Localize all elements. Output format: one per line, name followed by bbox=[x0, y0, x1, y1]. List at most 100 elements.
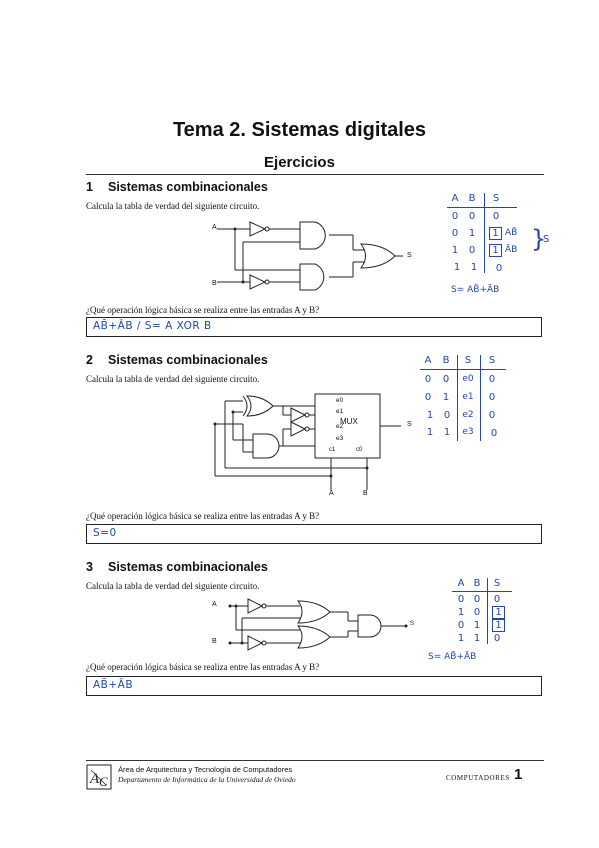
section-1-heading: 1 Sistemas combinacionales bbox=[86, 180, 268, 194]
tt1-brace: } bbox=[531, 225, 547, 253]
tt3-formula: S= AB̄+ĀB bbox=[428, 652, 477, 662]
tt2-cell: 0 bbox=[488, 410, 496, 421]
tt1-cell: 0 bbox=[492, 211, 500, 222]
tt2-cell: 1 bbox=[443, 427, 451, 438]
page-number: 1 bbox=[514, 766, 523, 783]
tt1-cell: 0 bbox=[468, 211, 476, 222]
tt2-cell: 0 bbox=[490, 428, 498, 439]
tt3-header-rule bbox=[452, 591, 512, 592]
footer-course: COMPUTADORES bbox=[446, 774, 510, 782]
footer-area-name: Área de Arquitectura y Tecnología de Com… bbox=[118, 765, 293, 774]
section-1-question: ¿Qué operación lógica básica se realiza … bbox=[86, 305, 320, 315]
circuit-3-input-a: A bbox=[212, 601, 217, 608]
section-1-answer: AB̄+ĀB / S= A XOR B bbox=[93, 320, 212, 332]
tt2-cell: 0 bbox=[488, 374, 496, 385]
tt2-column-rule bbox=[480, 355, 481, 441]
divider bbox=[86, 174, 544, 175]
tt1-cell: 1 bbox=[453, 262, 461, 273]
tt3-cell: 0 bbox=[473, 594, 481, 605]
circuit-2-input-b: B bbox=[363, 490, 368, 497]
section-title: Sistemas combinacionales bbox=[108, 180, 268, 194]
tt2-cell: 0 bbox=[442, 374, 450, 385]
tt2-cell: 0 bbox=[424, 374, 432, 385]
section-3-heading: 3 Sistemas combinacionales bbox=[86, 560, 268, 574]
circuit-2-input-a: A bbox=[329, 490, 334, 497]
tt2-cell: e2 bbox=[462, 410, 474, 420]
tt3-cell: 0 bbox=[473, 607, 481, 618]
tt1-header-s: S bbox=[492, 193, 500, 204]
tt1-cell: 0 bbox=[451, 211, 459, 222]
section-2-answer: S=0 bbox=[93, 527, 117, 539]
svg-text:A: A bbox=[89, 771, 100, 787]
tt1-cell: 0 bbox=[451, 228, 459, 239]
tt1-formula: S= AB̄+ĀB bbox=[451, 285, 500, 295]
tt1-header-a: A bbox=[451, 193, 459, 204]
tt3-cell: 1 bbox=[457, 633, 465, 644]
tt2-cell: 1 bbox=[426, 410, 434, 421]
tt3-cell: 0 bbox=[493, 594, 501, 605]
tt1-column-rule bbox=[484, 193, 485, 273]
truth-table-3: A B S 0 0 0 1 0 1 0 1 1 1 1 0 S= AB̄+ĀB bbox=[428, 578, 538, 668]
circuit-3-output-s: S bbox=[410, 621, 415, 627]
tt3-cell: 1 bbox=[473, 633, 481, 644]
tt1-cell: 1 bbox=[451, 245, 459, 256]
tt2-cell: e3 bbox=[462, 427, 474, 437]
tt1-cell: 0 bbox=[495, 263, 503, 274]
tt1-cell: 1 bbox=[468, 228, 476, 239]
section-number: 2 bbox=[86, 353, 93, 367]
footer-department: Departamento de Informática de la Univer… bbox=[118, 775, 296, 784]
tt3-header: A bbox=[457, 578, 465, 589]
tt2-cell: 0 bbox=[443, 410, 451, 421]
mux-select-c1: c1 bbox=[329, 447, 336, 453]
page-subtitle: Ejercicios bbox=[264, 154, 335, 171]
mux-input-e1: e1 bbox=[336, 408, 344, 415]
tt3-cell: 1 bbox=[473, 620, 481, 631]
tt3-header: B bbox=[473, 578, 481, 589]
circuit-2-output-s: S bbox=[407, 421, 412, 428]
mux-label: MUX bbox=[340, 417, 358, 426]
tt1-header-b: B bbox=[468, 193, 476, 204]
tt2-cell: 0 bbox=[488, 392, 496, 403]
tt1-minterm: ĀB bbox=[505, 245, 518, 255]
tt1-cell: 1 bbox=[470, 262, 478, 273]
page-title: Tema 2. Sistemas digitales bbox=[172, 119, 427, 141]
tt3-cell: 1 bbox=[457, 607, 465, 618]
tt1-cell: 1 bbox=[489, 227, 502, 240]
section-3-answer: AB̄+ĀB bbox=[93, 679, 134, 691]
circuit-1-diagram bbox=[217, 221, 403, 291]
section-2-answer-box[interactable]: S=0 bbox=[86, 524, 542, 544]
department-logo: A C bbox=[86, 764, 112, 790]
tt2-cell: e0 bbox=[462, 374, 474, 384]
circuit-2-diagram bbox=[213, 393, 401, 490]
section-3-instruction: Calcula la tabla de verdad del siguiente… bbox=[86, 581, 260, 591]
section-2-question: ¿Qué operación lógica básica se realiza … bbox=[86, 511, 320, 521]
tt2-header: A bbox=[424, 355, 432, 366]
section-1-answer-box[interactable]: AB̄+ĀB / S= A XOR B bbox=[86, 317, 542, 337]
mux-input-e2: e2 bbox=[336, 423, 344, 430]
section-number: 1 bbox=[86, 180, 93, 194]
tt3-header: S bbox=[493, 578, 501, 589]
mux-select-c0: c0 bbox=[356, 447, 363, 453]
tt3-cell: 1 bbox=[492, 606, 505, 619]
tt2-cell: 0 bbox=[424, 392, 432, 403]
mux-input-e0: e0 bbox=[336, 397, 344, 404]
section-title: Sistemas combinacionales bbox=[108, 560, 268, 574]
tt3-cell: 0 bbox=[457, 594, 465, 605]
tt2-cell: e1 bbox=[462, 392, 474, 402]
tt2-cell: 1 bbox=[442, 392, 450, 403]
section-3-answer-box[interactable]: AB̄+ĀB bbox=[86, 676, 542, 696]
tt3-cell: 0 bbox=[493, 633, 501, 644]
truth-table-1: A B S 0 0 0 0 1 1 AB̄ 1 0 1 ĀB 1 1 0 } S… bbox=[447, 193, 567, 303]
circuit-1-input-b: B bbox=[212, 280, 217, 287]
circuit-3-diagram bbox=[228, 598, 408, 651]
circuit-3-input-b: B bbox=[212, 638, 217, 645]
tt2-header: S bbox=[488, 355, 496, 366]
tt2-cell: 1 bbox=[426, 427, 434, 438]
circuit-1-input-a: A bbox=[212, 224, 217, 231]
section-2-instruction: Calcula la tabla de verdad del siguiente… bbox=[86, 374, 260, 384]
tt1-cell: 1 bbox=[489, 244, 502, 257]
section-number: 3 bbox=[86, 560, 93, 574]
tt2-column-rule bbox=[457, 355, 458, 441]
tt1-brace-label: S bbox=[543, 234, 550, 245]
